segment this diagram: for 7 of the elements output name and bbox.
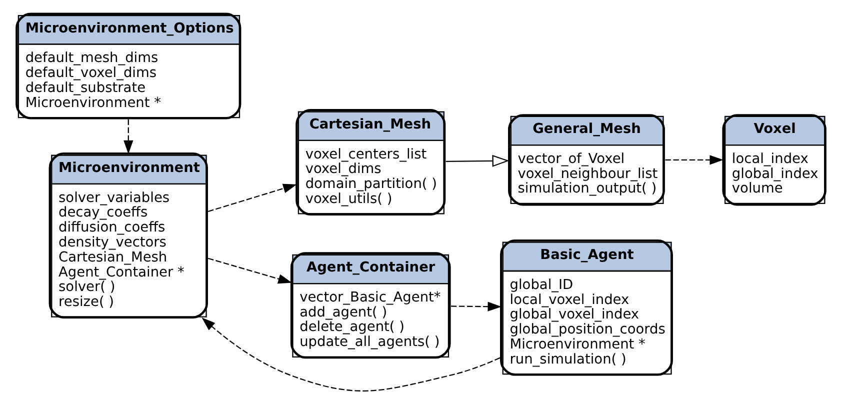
arrow [450,302,502,312]
arrow [665,155,724,165]
arrow [124,119,134,154]
arrow [208,258,292,284]
arrow [202,318,500,392]
arrow [446,154,510,167]
arrow [208,184,297,212]
